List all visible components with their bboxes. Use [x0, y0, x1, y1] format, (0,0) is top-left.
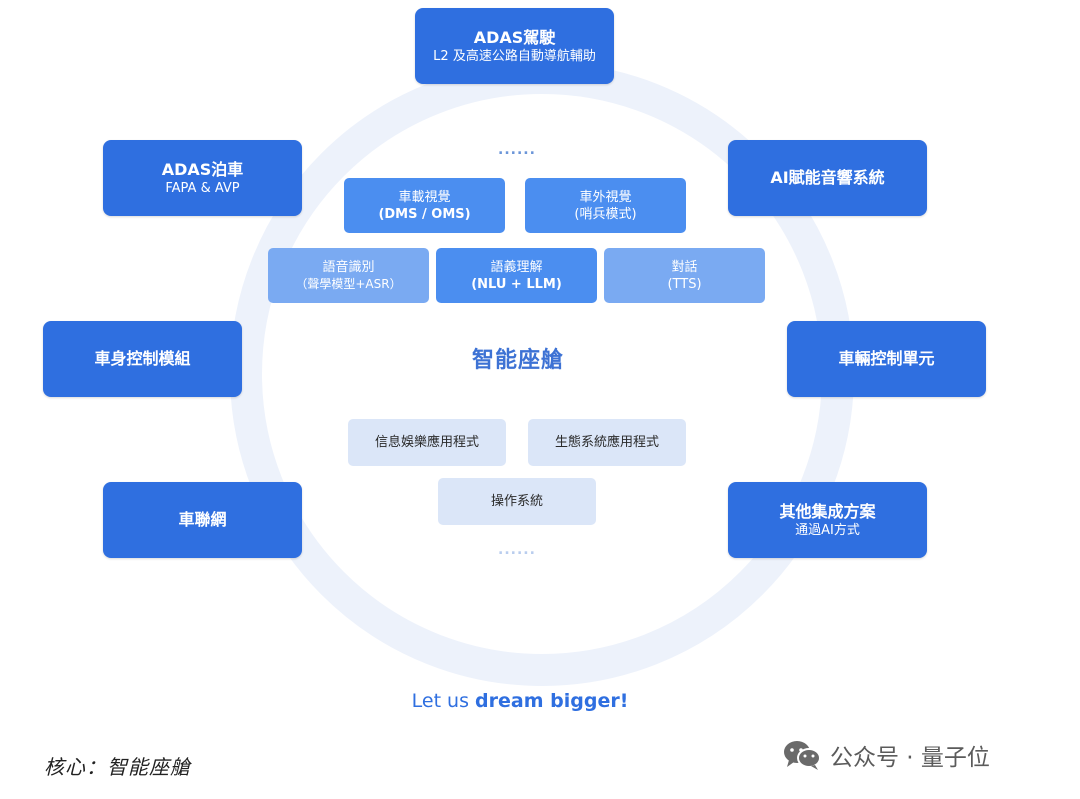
- center-title: 智能座艙: [471, 348, 564, 373]
- voice-box-tts: 對話 (TTS): [604, 248, 765, 303]
- telematics-title: 車聯網: [178, 510, 227, 529]
- adas-park-title: ADAS泊車: [161, 159, 244, 179]
- watermark: 公众号 · 量子位: [782, 738, 990, 772]
- vehicle-control-node: 車輛控制單元: [787, 321, 986, 397]
- body-control-node: 車身控制模組: [43, 321, 242, 397]
- voice-box-nlu: 語義理解 (NLU + LLM): [436, 248, 597, 303]
- other-title: 其他集成方案: [779, 501, 876, 521]
- vision-exterior-label: 車外視覺: [579, 189, 632, 205]
- slogan: Let us dream bigger!: [340, 690, 700, 712]
- wechat-icon: [784, 741, 821, 770]
- vision-box-cabin: 車載視覺 (DMS / OMS): [344, 178, 505, 233]
- adas-drive-subtitle: L2 及高速公路自動導航輔助: [433, 48, 596, 64]
- app-box-infotainment: 信息娛樂應用程式: [348, 419, 506, 466]
- body-control-title: 車身控制模組: [94, 349, 191, 368]
- vision-exterior-detail: (哨兵模式): [574, 206, 637, 222]
- voice-asr-detail: （聲學模型+ASR）: [295, 276, 402, 291]
- voice-box-asr: 語音識別 （聲學模型+ASR）: [268, 248, 429, 303]
- app-infotainment-label: 信息娛樂應用程式: [374, 435, 479, 450]
- voice-nlu-label: 語義理解: [490, 259, 543, 275]
- top-dots: ......: [498, 142, 536, 158]
- other-subtitle: 通過AI方式: [795, 522, 860, 538]
- os-label: 操作系統: [490, 494, 543, 509]
- ai-audio-title: AI賦能音響系統: [770, 168, 885, 187]
- adas-park-subtitle: FAPA & AVP: [165, 180, 240, 196]
- voice-asr-label: 語音識別: [322, 259, 375, 275]
- voice-nlu-detail: (NLU + LLM): [471, 276, 562, 292]
- slogan-prefix: Let us: [411, 690, 476, 712]
- adas-park-node: ADAS泊車 FAPA & AVP: [103, 140, 302, 216]
- vehicle-control-title: 車輛控制單元: [838, 349, 935, 368]
- os-box: 操作系統: [438, 478, 596, 525]
- figure-caption: 核心：智能座艙: [44, 755, 191, 779]
- app-ecosystem-label: 生態系統應用程式: [554, 435, 659, 450]
- other-node: 其他集成方案 通過AI方式: [728, 482, 927, 558]
- vision-cabin-detail: (DMS / OMS): [378, 206, 471, 222]
- adas-drive-title: ADAS駕駛: [473, 27, 556, 47]
- vision-box-exterior: 車外視覺 (哨兵模式): [525, 178, 686, 233]
- bottom-dots: ......: [498, 542, 536, 558]
- app-box-ecosystem: 生態系統應用程式: [528, 419, 686, 466]
- adas-drive-node: ADAS駕駛 L2 及高速公路自動導航輔助: [415, 8, 614, 84]
- slogan-bold: dream bigger!: [475, 690, 629, 712]
- voice-tts-label: 對話: [671, 259, 698, 275]
- telematics-node: 車聯網: [103, 482, 302, 558]
- voice-tts-detail: (TTS): [667, 276, 702, 292]
- vision-cabin-label: 車載視覺: [398, 189, 451, 205]
- watermark-text: 公众号 · 量子位: [830, 745, 990, 771]
- ai-audio-node: AI賦能音響系統: [728, 140, 927, 216]
